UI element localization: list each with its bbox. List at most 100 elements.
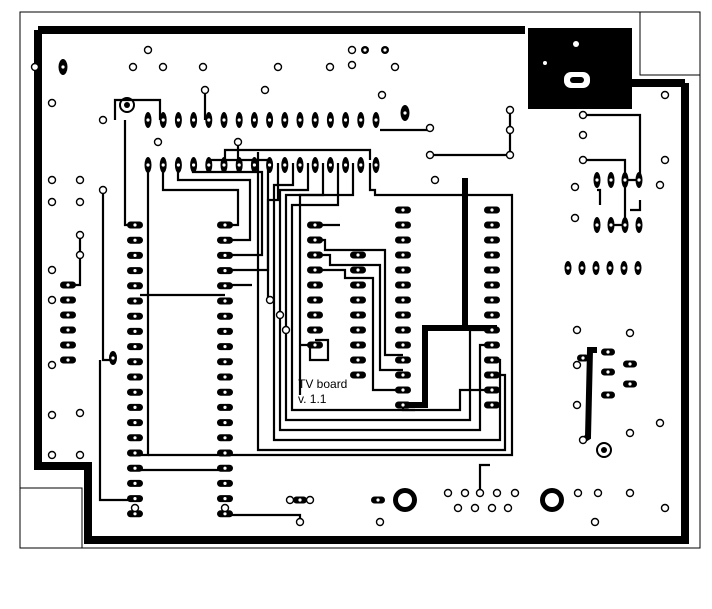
via <box>430 175 440 185</box>
pad-hole <box>207 118 211 122</box>
via <box>510 488 520 498</box>
pad-hole <box>223 451 227 455</box>
pad-hole <box>66 313 70 317</box>
pad-hole <box>401 268 405 272</box>
pad-hole <box>628 362 632 366</box>
via <box>281 325 291 335</box>
via <box>573 488 583 498</box>
via <box>625 488 635 498</box>
pad-hole <box>283 118 287 122</box>
pad-hole <box>401 373 405 377</box>
pad-hole <box>161 118 165 122</box>
pad-hole <box>594 266 598 270</box>
mounting-holes <box>119 97 612 512</box>
pad-hole <box>401 403 405 407</box>
pad-hole <box>223 481 227 485</box>
via <box>47 98 57 108</box>
pad-hole <box>66 328 70 332</box>
via <box>47 197 57 207</box>
via <box>98 185 108 195</box>
pad-hole <box>313 253 317 257</box>
pad-hole <box>401 358 405 362</box>
pad-hole <box>133 223 137 227</box>
via <box>347 45 357 55</box>
pad-hole <box>623 223 627 227</box>
via <box>260 85 270 95</box>
pad-hole <box>223 269 227 273</box>
via <box>285 495 295 505</box>
pad-hole <box>401 298 405 302</box>
pad-hole <box>401 343 405 347</box>
pad-hole <box>356 268 360 272</box>
pad-hole <box>298 163 302 167</box>
pad-hole <box>490 298 494 302</box>
via <box>47 410 57 420</box>
pad-hole <box>383 48 387 52</box>
pad-hole <box>111 356 115 360</box>
via <box>570 182 580 192</box>
via <box>325 62 335 72</box>
pad-hole <box>401 223 405 227</box>
via <box>198 62 208 72</box>
pad-hole <box>490 283 494 287</box>
pad-hole <box>374 118 378 122</box>
via <box>487 503 497 513</box>
pad-hole <box>161 163 165 167</box>
pad-hole <box>490 253 494 257</box>
pad-hole <box>344 163 348 167</box>
via <box>153 137 163 147</box>
pad-hole <box>376 498 380 502</box>
via <box>460 488 470 498</box>
pad-hole <box>176 118 180 122</box>
pad-hole <box>223 375 227 379</box>
pad-hole <box>344 118 348 122</box>
pad-hole <box>490 388 494 392</box>
pad-hole <box>580 266 584 270</box>
pad-hole <box>298 118 302 122</box>
via <box>625 428 635 438</box>
via <box>505 105 515 115</box>
pad-hole <box>223 345 227 349</box>
via <box>578 435 588 445</box>
via <box>47 265 57 275</box>
pad-hole <box>133 436 137 440</box>
via <box>47 450 57 460</box>
pad-hole <box>356 313 360 317</box>
pad-hole <box>133 512 137 516</box>
via <box>660 503 670 513</box>
pad-hole <box>223 436 227 440</box>
pad-hole <box>356 328 360 332</box>
via <box>375 517 385 527</box>
vias <box>30 45 670 527</box>
via <box>220 503 230 513</box>
pad-hole <box>356 298 360 302</box>
via <box>425 150 435 160</box>
pad-hole <box>566 266 570 270</box>
pad-hole <box>237 163 241 167</box>
via <box>625 328 635 338</box>
pad-hole <box>223 512 227 516</box>
pad-hole <box>356 283 360 287</box>
pad-hole <box>223 405 227 409</box>
pad-hole <box>133 238 137 242</box>
pad-hole <box>133 466 137 470</box>
pad-hole <box>356 358 360 362</box>
pad-hole <box>133 299 137 303</box>
copper-pour <box>528 28 632 105</box>
via <box>47 360 57 370</box>
via <box>143 45 153 55</box>
pad-hole <box>490 373 494 377</box>
pad-hole <box>313 343 317 347</box>
pad-hole <box>146 118 150 122</box>
pad-hole <box>237 118 241 122</box>
via <box>233 137 243 147</box>
pad-hole <box>328 118 332 122</box>
pad-hole <box>252 118 256 122</box>
pad-hole <box>636 266 640 270</box>
pad-hole <box>133 451 137 455</box>
pad-hole <box>313 223 317 227</box>
pad-hole <box>359 163 363 167</box>
pad-hole <box>313 283 317 287</box>
pad-hole <box>133 497 137 501</box>
pad-hole <box>490 403 494 407</box>
